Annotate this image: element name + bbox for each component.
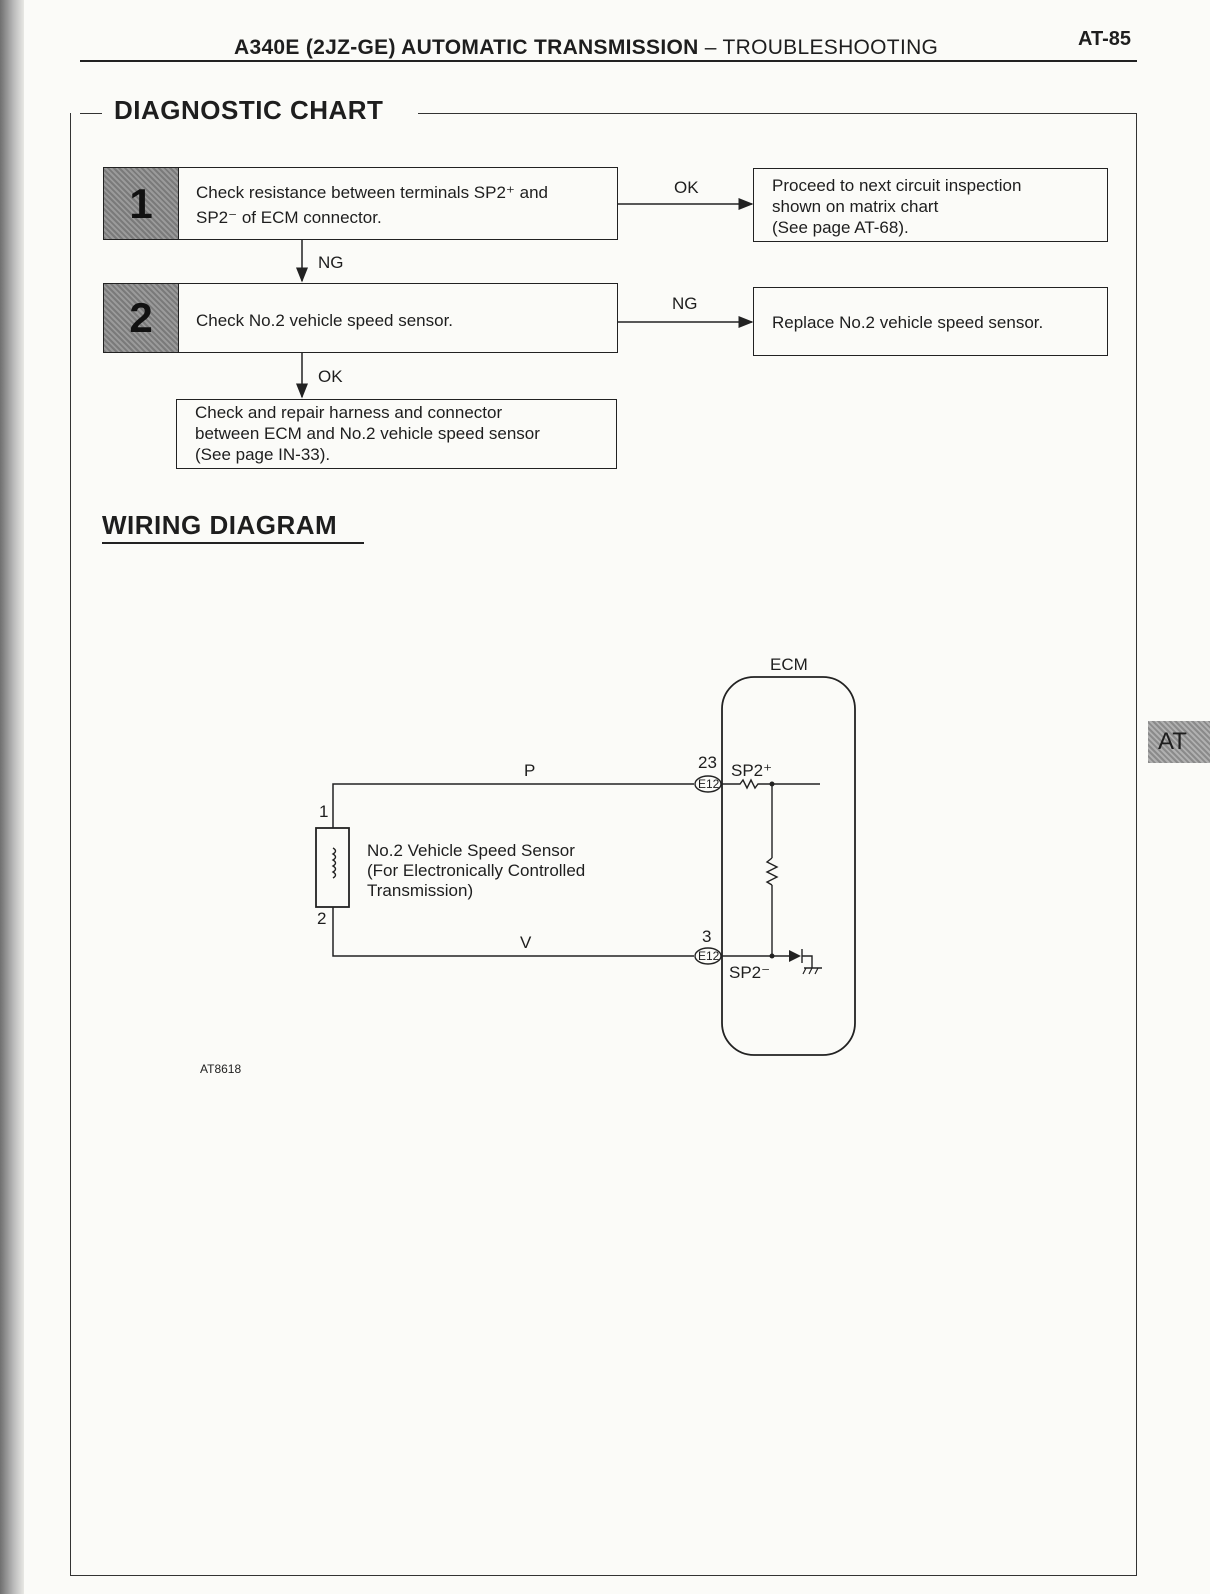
step1-ng-label: NG: [318, 253, 344, 272]
step1-number: 1: [104, 168, 179, 239]
step1-ok-label: OK: [674, 178, 699, 197]
step2-ng-result-box: Replace No.2 vehicle speed sensor.: [753, 287, 1108, 356]
sensor-coil-icon: [331, 847, 337, 879]
repair-harness-box: Check and repair harness and connector b…: [176, 399, 617, 469]
step2-box: 2 Check No.2 vehicle speed sensor.: [103, 283, 618, 353]
repair-line3: (See page IN-33).: [195, 445, 331, 464]
header-rule: [80, 60, 1137, 62]
step2-ok-label: OK: [318, 367, 343, 386]
ground-hatch-3: [814, 967, 819, 975]
frame-bottom-border: [70, 1575, 1137, 1576]
step2-ng-text: Replace No.2 vehicle speed sensor.: [772, 313, 1044, 332]
diode-icon: [789, 950, 801, 962]
wiring-diagram-title: WIRING DIAGRAM: [102, 510, 338, 540]
sensor-name-line1: No.2 Vehicle Speed Sensor: [367, 841, 575, 860]
wire-v-label: V: [520, 933, 532, 952]
repair-line2: between ECM and No.2 vehicle speed senso…: [195, 424, 540, 443]
frame-top-border: [418, 113, 1137, 114]
sp2-minus-label: SP2⁻: [729, 963, 771, 982]
connector-top-label: E12: [698, 777, 720, 791]
ecm-outline: [721, 676, 856, 1056]
frame-tick: [80, 113, 102, 114]
figure-id: AT8618: [200, 1062, 242, 1076]
ground-hatch-2: [808, 967, 813, 975]
sensor-pin2-label: 2: [317, 909, 327, 928]
page-number: AT-85: [1078, 28, 1131, 50]
pullup-resistor: [765, 857, 779, 886]
terminal-3-label: 3: [702, 927, 712, 946]
wire-p-label: P: [524, 761, 536, 780]
ground-hatch-1: [802, 967, 807, 975]
wiring-title-underline: [102, 542, 364, 544]
ecm-label: ECM: [770, 655, 808, 674]
connector-e12-top: [694, 775, 722, 793]
step1-line1: Check resistance between terminals SP2⁺ …: [196, 183, 548, 202]
frame-right-border: [1136, 113, 1137, 1575]
step1-ok-line2: shown on matrix chart: [772, 197, 939, 216]
connector-e12-bottom: [694, 947, 722, 965]
step2-ng-label: NG: [672, 294, 698, 313]
sp2-plus-label: SP2⁺: [731, 761, 773, 780]
sp2-plus-resistor: [722, 778, 820, 790]
step1-box: 1 Check resistance between terminals SP2…: [103, 167, 618, 240]
sensor-pin1-label: 1: [319, 802, 329, 821]
connector-bottom-label: E12: [698, 949, 720, 963]
header-separator: –: [704, 36, 717, 59]
step2-number: 2: [104, 284, 179, 352]
step1-line2: SP2⁻ of ECM connector.: [196, 208, 382, 227]
step2-text: Check No.2 vehicle speed sensor.: [196, 311, 454, 330]
header-section: TROUBLESHOOTING: [722, 36, 939, 59]
terminal-23-label: 23: [698, 753, 717, 772]
step1-ok-line1: Proceed to next circuit inspection: [772, 176, 1022, 195]
book-spine-shadow: [0, 0, 24, 1594]
sensor-name-line2: (For Electronically Controlled: [367, 861, 586, 880]
diagnostic-chart-title: DIAGNOSTIC CHART: [114, 95, 384, 125]
frame-left-border: [70, 113, 71, 1575]
header-model: A340E (2JZ-GE) AUTOMATIC TRANSMISSION: [234, 36, 699, 59]
junction-bottom: [769, 953, 775, 959]
sensor-body: [315, 827, 350, 908]
section-side-tab: AT: [1148, 721, 1210, 763]
ground-wire: [802, 955, 813, 968]
page-header: A340E (2JZ-GE) AUTOMATIC TRANSMISSION – …: [234, 36, 938, 60]
wire-v: [332, 907, 694, 957]
junction-top: [769, 781, 775, 787]
wire-p: [332, 783, 694, 828]
step1-ok-line3: (See page AT-68).: [772, 218, 909, 237]
step1-ok-result-box: Proceed to next circuit inspection shown…: [753, 168, 1108, 242]
sensor-name-line3: Transmission): [367, 881, 474, 900]
repair-line1: Check and repair harness and connector: [195, 403, 503, 422]
